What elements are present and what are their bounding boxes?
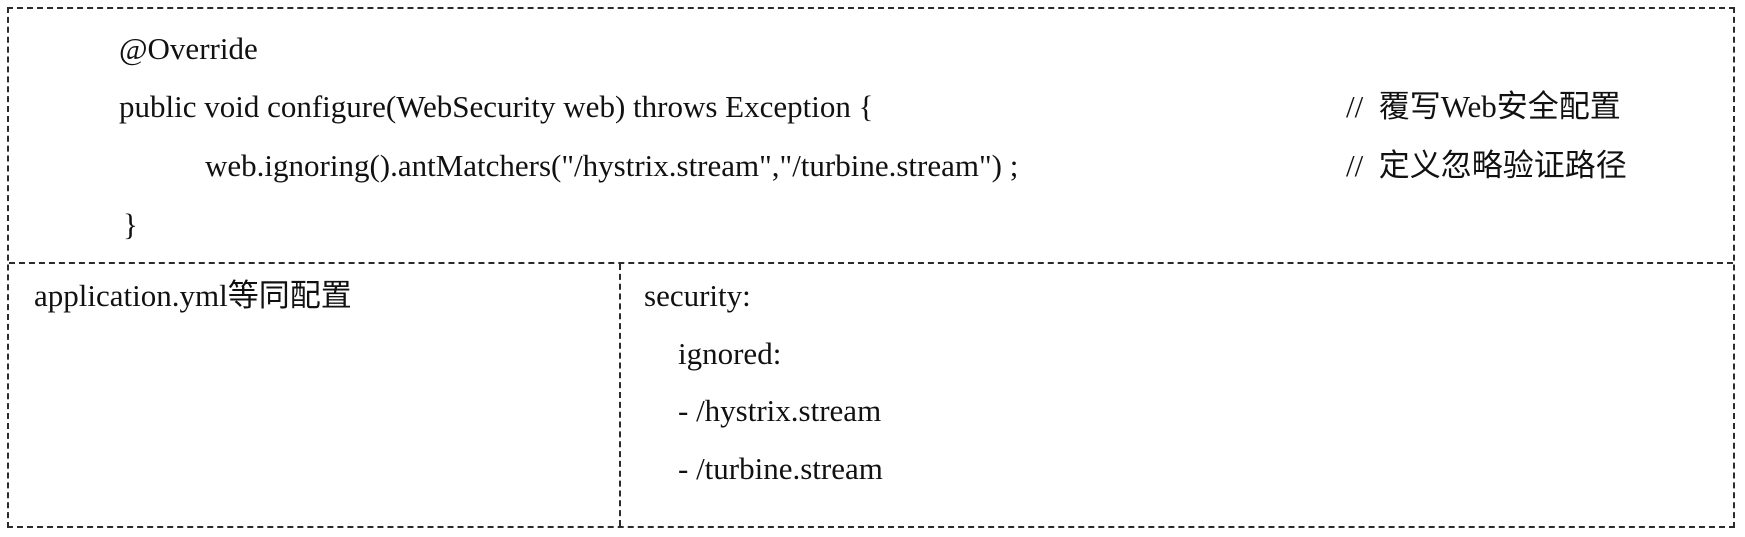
yaml-line-ignored: ignored: <box>678 336 782 371</box>
java-code-cell: @Override public void configure(WebSecur… <box>9 9 1733 264</box>
yaml-config-row: application.yml等同配置 security: ignored: -… <box>9 264 1733 526</box>
closing-brace: } <box>123 207 138 242</box>
yaml-line-turbine: - /turbine.stream <box>678 451 883 486</box>
yaml-line-hystrix: - /hystrix.stream <box>678 393 882 428</box>
code-table: @Override public void configure(WebSecur… <box>7 7 1735 528</box>
yaml-line-security: security: <box>644 278 751 313</box>
yaml-content-cell: security: ignored: - /hystrix.stream - /… <box>621 264 1733 526</box>
ignoring-call-line: web.ignoring().antMatchers("/hystrix.str… <box>205 148 1019 183</box>
method-signature-line: public void configure(WebSecurity web) t… <box>119 89 874 124</box>
override-annotation: @Override <box>119 31 258 66</box>
yaml-label: application.yml等同配置 <box>34 278 352 313</box>
ignoring-call-comment: // 定义忽略验证路径 <box>1346 148 1627 183</box>
yaml-label-cell: application.yml等同配置 <box>9 264 621 526</box>
method-signature-comment: // 覆写Web安全配置 <box>1346 89 1621 124</box>
